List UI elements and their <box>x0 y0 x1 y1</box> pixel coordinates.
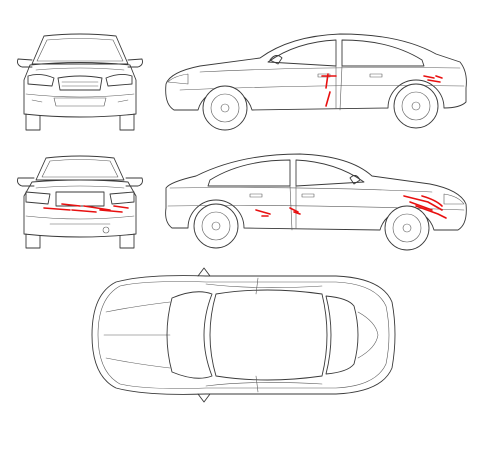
rear-view <box>14 154 146 252</box>
damage-mark <box>321 73 337 107</box>
front-view-drawing <box>17 33 143 131</box>
side-view-right <box>160 152 472 256</box>
top-view <box>86 267 400 403</box>
rear-view-drawing <box>17 155 143 249</box>
damage-mark <box>423 75 443 83</box>
side-view-left <box>160 32 472 136</box>
side-view-left-drawing <box>165 33 467 131</box>
damage-mark <box>403 195 447 219</box>
damage-mark <box>289 207 301 215</box>
top-view-drawing <box>91 267 396 403</box>
damage-mark <box>255 209 271 217</box>
front-view <box>14 32 146 134</box>
damage-mark <box>43 203 129 213</box>
side-view-right-drawing <box>165 153 467 251</box>
